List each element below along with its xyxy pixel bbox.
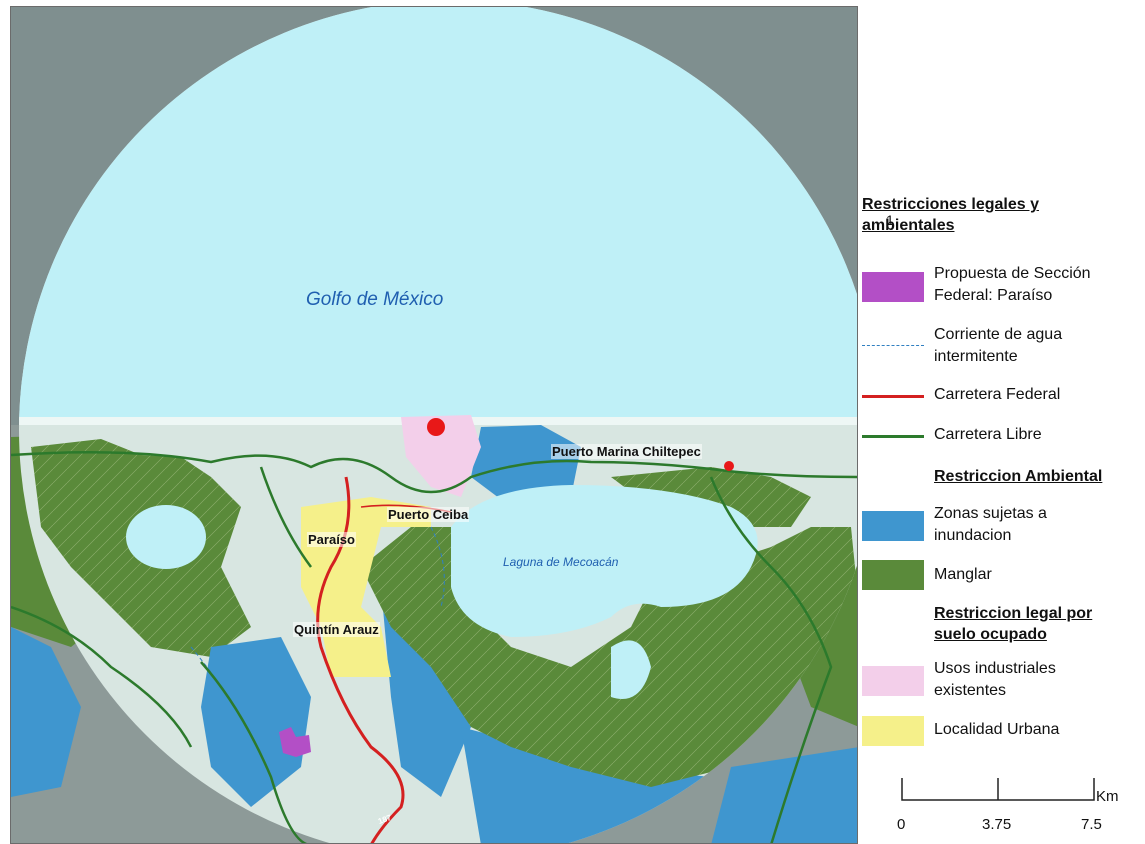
swatch-urban — [862, 716, 924, 746]
legend-item-flood-zones: Zonas sujetas a inundacion — [934, 503, 1047, 547]
flood-west-outside — [11, 627, 81, 797]
mangrove-northeast — [611, 467, 811, 527]
swatch-federal-section — [862, 272, 924, 302]
legend-section3-title: Restriccion legal por suelo ocupado — [934, 603, 1092, 645]
legend-item-industrial-line1: Usos industriales — [934, 660, 1056, 677]
flood-south-west — [201, 637, 311, 807]
legend-item-stream: Corriente de agua intermitente — [934, 324, 1062, 368]
legend-section2-title: Restriccion Ambiental — [934, 468, 1103, 485]
flood-east-outside — [711, 747, 857, 843]
legend-item-stream-line1: Corriente de agua — [934, 326, 1063, 343]
free-road-east — [709, 476, 833, 843]
legend-item-industrial-line2: existentes — [934, 682, 1007, 699]
scale-tick-0: 0 — [897, 816, 906, 833]
legend-section1-title: Restricciones legales y ambientales — [862, 194, 1039, 236]
legend-item-federal-section-line2: Federal: Paraíso — [934, 287, 1053, 304]
place-paraiso: Paraíso — [307, 532, 356, 547]
point-marina — [724, 461, 734, 471]
swatch-free-road — [862, 435, 924, 438]
swatch-mangrove — [862, 560, 924, 590]
place-quintin-arauz: Quintín Arauz — [293, 622, 380, 637]
legend-item-federal-section-line1: Propuesta de Sección — [934, 265, 1091, 282]
map-frame: Golfo de México Laguna de Mecoacán Paraí… — [10, 6, 858, 844]
free-road-southwest — [200, 661, 308, 843]
federal-road-187 — [316, 476, 405, 843]
lagoon-inlet — [611, 640, 651, 699]
map-canvas — [11, 7, 857, 843]
swatch-flood-zones — [862, 511, 924, 541]
legend-item-flood-zones-line2: inundacion — [934, 527, 1012, 544]
legend-item-industrial: Usos industriales existentes — [934, 658, 1056, 702]
swatch-industrial — [862, 666, 924, 696]
gulf-label: Golfo de México — [306, 289, 444, 310]
lagoon-label: Laguna de Mecoacán — [503, 555, 619, 569]
legend-section1-title-line2: ambientales — [862, 217, 955, 234]
free-road-west — [11, 605, 193, 748]
legend-item-federal-road: Carretera Federal — [934, 386, 1061, 403]
stream-2 — [430, 526, 445, 608]
legend-section3-title-line2: suelo ocupado — [934, 626, 1047, 643]
legend-section1-title-line1: Restricciones legales y — [862, 196, 1039, 213]
place-puerto-marina-chiltepec: Puerto Marina Chiltepec — [551, 444, 702, 459]
legend-item-mangrove: Manglar — [934, 566, 992, 583]
scale-tick-1: 3.75 — [982, 816, 1012, 833]
free-road-coastal — [11, 450, 857, 494]
scale-unit: Km — [1096, 788, 1119, 805]
swatch-federal-road — [862, 395, 924, 398]
legend-item-urban: Localidad Urbana — [934, 721, 1060, 738]
legend-item-stream-line2: intermitente — [934, 348, 1018, 365]
legend-item-flood-zones-line1: Zonas sujetas a — [934, 505, 1047, 522]
legend-item-free-road: Carretera Libre — [934, 426, 1042, 443]
legend-stray-mark: 1 — [886, 212, 894, 228]
federal-section-paraiso — [279, 727, 311, 757]
laguna-mecoacan — [451, 485, 758, 637]
scale-tick-2: 7.5 — [1081, 816, 1102, 833]
lagoon-west — [126, 505, 206, 569]
mangrove-east — [361, 527, 857, 787]
point-port-large — [427, 418, 445, 436]
industrial-zone — [401, 415, 481, 497]
place-puerto-ceiba: Puerto Ceiba — [387, 507, 470, 522]
legend-item-federal-section: Propuesta de Sección Federal: Paraíso — [934, 263, 1091, 307]
scale-bar — [901, 778, 1095, 801]
legend-section3-title-line1: Restriccion legal por — [934, 605, 1093, 622]
swatch-stream — [862, 345, 924, 346]
legend: Restricciones legales y ambientales 1 Pr… — [862, 190, 1145, 844]
free-road-branch — [259, 466, 313, 568]
